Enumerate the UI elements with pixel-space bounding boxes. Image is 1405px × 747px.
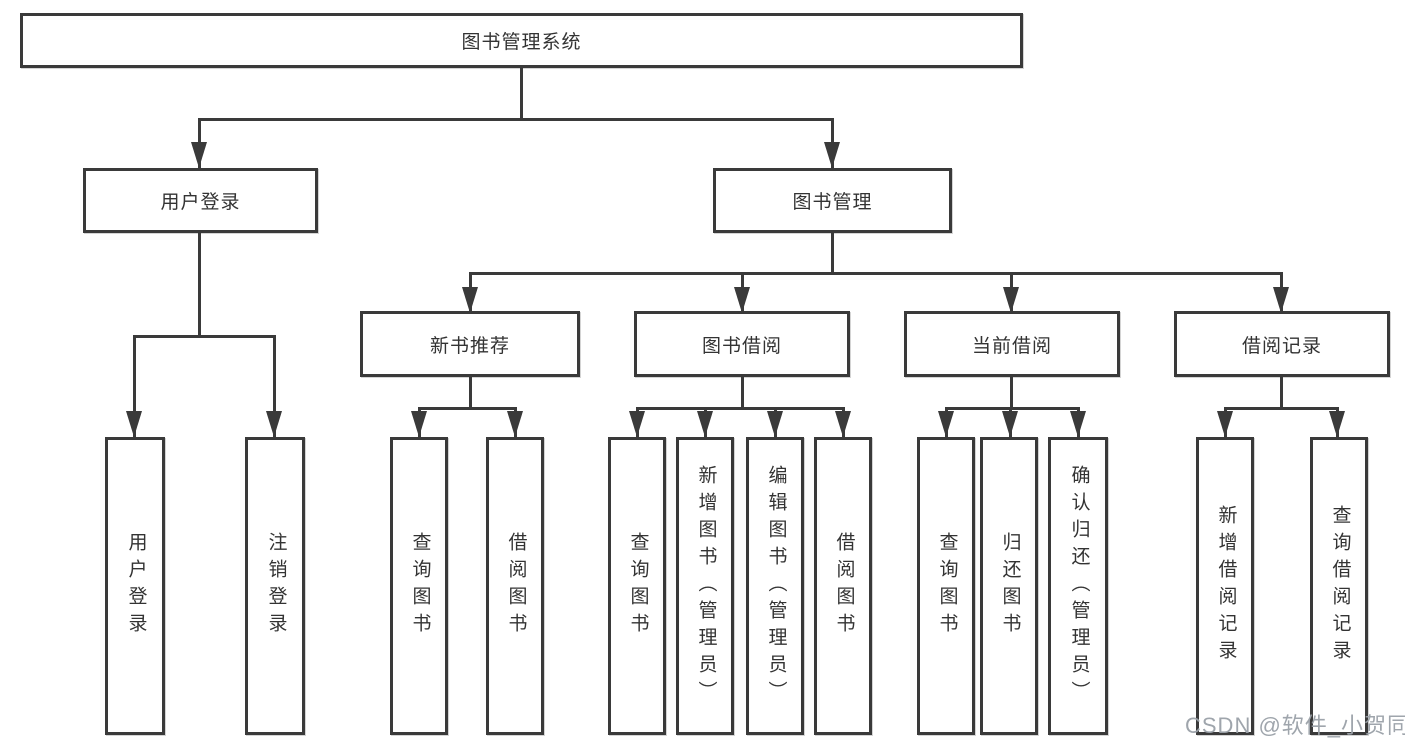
connector-user-login-rail [133,335,276,338]
arrow-down-icon [266,411,282,437]
arrow-down-icon [697,411,713,437]
leaf-query-books: 查询图书 [608,437,666,735]
leaf-query-books: 查询图书 [917,437,975,735]
arrow-down-icon [1329,411,1345,437]
leaf-add-books-admin: 新增图书（管理员） [676,437,734,735]
connector-borrow-records-rail [1224,407,1339,410]
arrow-down-icon [191,142,207,168]
arrow-down-icon [629,411,645,437]
leaf-label: 编辑图书（管理员） [765,464,787,708]
leaf-borrow-books: 借阅图书 [486,437,544,735]
arrow-down-icon [1070,411,1086,437]
connector-user-login-stem [198,233,201,338]
leaf-logout-login: 注销登录 [245,437,305,735]
leaf-borrow-books: 借阅图书 [814,437,872,735]
leaf-label: 注销登录 [265,532,287,640]
leaf-label: 归还图书 [999,532,1021,640]
leaf-query-books: 查询图书 [390,437,448,735]
connector-new-book-rail [418,407,517,410]
arrow-down-icon [734,287,750,313]
arrow-down-icon [1002,411,1018,437]
arrow-down-icon [462,287,478,313]
leaf-label: 新增图书（管理员） [695,464,717,708]
leaf-add-borrow-record: 新增借阅记录 [1196,437,1254,735]
leaf-label: 借阅图书 [505,532,527,640]
leaf-label: 新增借阅记录 [1215,505,1237,667]
arrow-down-icon [938,411,954,437]
arrow-down-icon [824,142,840,168]
connector-current-borrow-stem [1010,377,1013,410]
connector-book-mgmt-stem [831,233,834,275]
connector-book-borrow-rail [636,407,845,410]
arrow-down-icon [1273,287,1289,313]
leaf-label: 查询图书 [627,532,649,640]
leaf-edit-books-admin: 编辑图书（管理员） [746,437,804,735]
node-borrow-records: 借阅记录 [1174,311,1390,377]
leaf-user-login: 用户登录 [105,437,165,735]
connector-drop-leaf-logout [273,335,276,437]
node-new-book-recommend: 新书推荐 [360,311,580,377]
arrow-down-icon [507,411,523,437]
connector-book-borrow-stem [741,377,744,410]
arrow-down-icon [126,411,142,437]
arrow-down-icon [1217,411,1233,437]
arrow-down-icon [1003,287,1019,313]
leaf-label: 确认归还（管理员） [1068,464,1090,708]
connector-level1-rail [198,118,834,121]
leaf-label: 用户登录 [125,532,147,640]
connector-borrow-records-stem [1280,377,1283,410]
connector-new-book-stem [469,377,472,410]
node-library-system: 图书管理系统 [20,13,1023,68]
node-current-borrow: 当前借阅 [904,311,1120,377]
leaf-label: 借阅图书 [833,532,855,640]
node-book-borrow: 图书借阅 [634,311,850,377]
leaf-label: 查询图书 [409,532,431,640]
arrow-down-icon [835,411,851,437]
node-book-management: 图书管理 [713,168,952,233]
connector-drop-leaf-user-login [133,335,136,437]
arrow-down-icon [411,411,427,437]
connector-current-borrow-rail [945,407,1080,410]
watermark: CSDN @软件_小贺同学 [1185,713,1405,738]
connector-level3-rail [469,272,1283,275]
leaf-query-borrow-record: 查询借阅记录 [1310,437,1368,735]
arrow-down-icon [767,411,783,437]
connector-root-stem [520,68,523,120]
leaf-label: 查询图书 [936,532,958,640]
leaf-confirm-return-admin: 确认归还（管理员） [1048,437,1108,735]
leaf-label: 查询借阅记录 [1329,505,1351,667]
leaf-return-books: 归还图书 [980,437,1038,735]
node-user-login: 用户登录 [83,168,318,233]
